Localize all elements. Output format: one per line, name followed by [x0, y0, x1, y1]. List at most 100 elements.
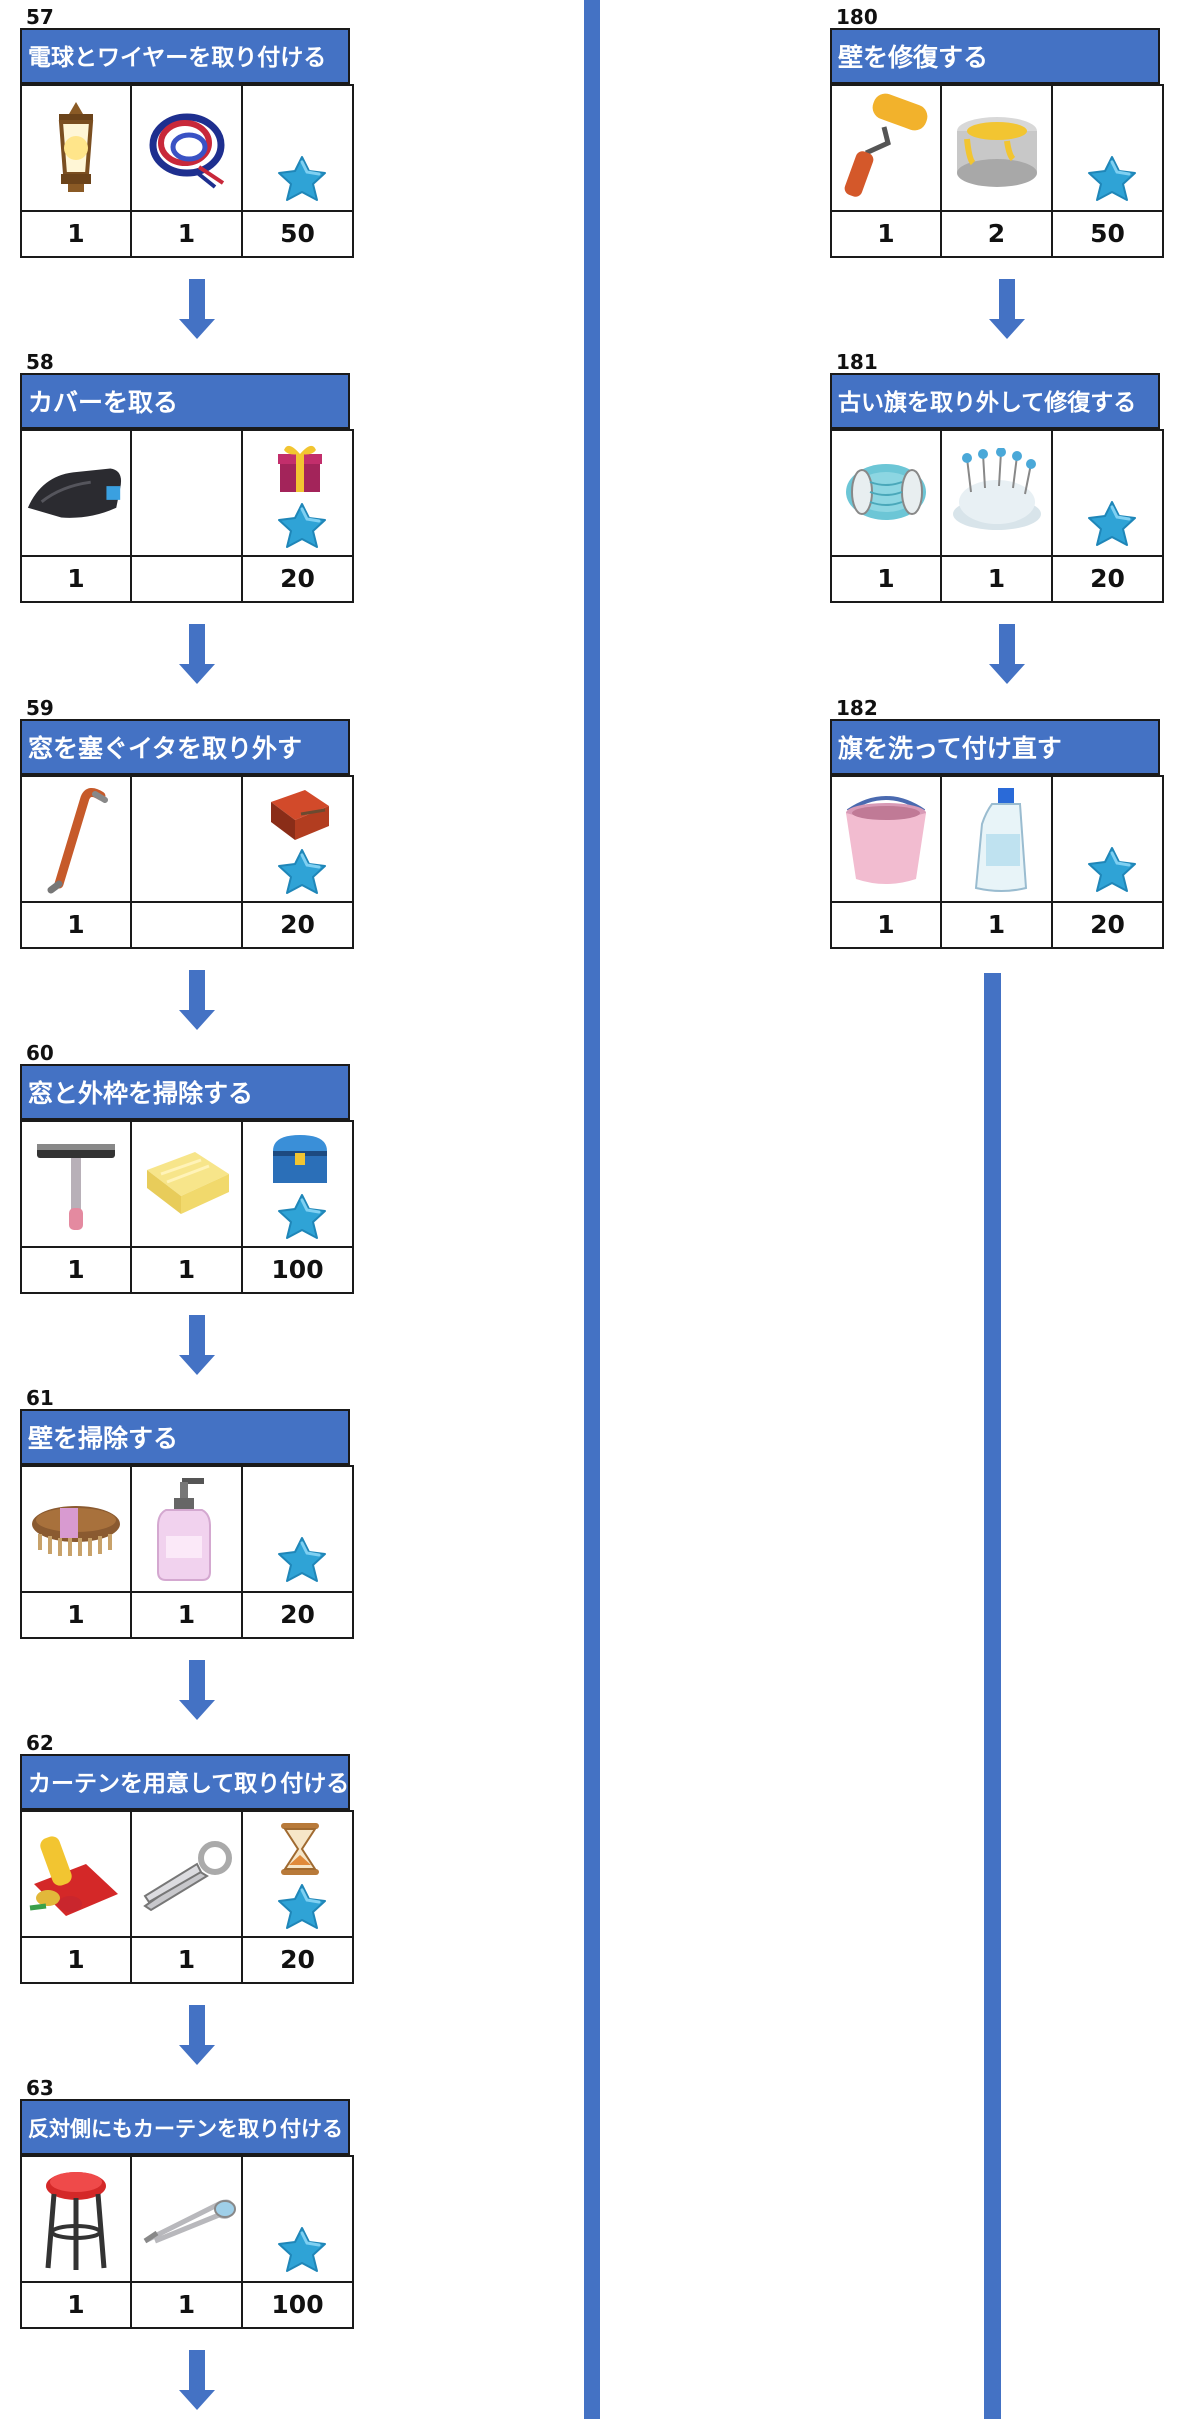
crowbar-icon — [22, 777, 130, 901]
task-number: 63 — [26, 2076, 54, 2100]
fabric-rolls-icon — [22, 1812, 130, 1936]
item-cell — [130, 84, 243, 212]
tarp-cover-icon — [22, 431, 130, 555]
item-cell — [241, 1810, 354, 1938]
item-count: 100 — [241, 1246, 354, 1294]
task-title: 壁を修復する — [830, 28, 1160, 84]
item-count: 1 — [20, 901, 132, 949]
paint-can-icon — [942, 86, 1051, 210]
chest-icon — [247, 1126, 353, 1192]
item-count: 20 — [241, 555, 354, 603]
squeegee-icon — [22, 1122, 130, 1246]
stool-icon — [22, 2157, 130, 2281]
task-number: 180 — [836, 5, 878, 29]
item-cell — [20, 1465, 132, 1593]
right-flow-line — [984, 973, 1001, 2419]
item-count: 1 — [830, 210, 942, 258]
item-cell — [20, 1120, 132, 1248]
brush-icon — [22, 1467, 130, 1591]
item-count: 1 — [130, 2281, 243, 2329]
item-cell — [20, 2155, 132, 2283]
item-cell — [130, 1465, 243, 1593]
item-cell — [20, 775, 132, 903]
item-count: 1 — [130, 1246, 243, 1294]
item-count: 1 — [130, 1591, 243, 1639]
item-cell — [241, 1120, 354, 1248]
item-grid: 1 20 — [20, 775, 354, 949]
task-number: 60 — [26, 1041, 54, 1065]
star-icon — [275, 1192, 329, 1242]
item-count: 50 — [1051, 210, 1164, 258]
star-icon — [1085, 845, 1139, 895]
item-cell — [940, 84, 1053, 212]
item-count: 1 — [130, 1936, 243, 1984]
gift-icon — [247, 435, 353, 501]
item-count: 1 — [20, 210, 132, 258]
task-title: 窓を塞ぐイタを取り外す — [20, 719, 350, 775]
item-cell — [241, 84, 354, 212]
item-cell — [830, 775, 942, 903]
task-number: 182 — [836, 696, 878, 720]
bucket-icon — [832, 777, 940, 901]
task-title: 壁を掃除する — [20, 1409, 350, 1465]
item-count: 1 — [130, 210, 243, 258]
item-count: 50 — [241, 210, 354, 258]
item-cell — [1051, 429, 1164, 557]
item-grid: 1 20 — [20, 429, 354, 603]
lantern-icon — [22, 86, 130, 210]
task-title: 古い旗を取り外して修復する — [830, 373, 1160, 429]
task-title: 電球とワイヤーを取り付ける — [20, 28, 350, 84]
wire-coil-icon — [132, 86, 241, 210]
item-count: 1 — [940, 555, 1053, 603]
item-count: 1 — [20, 2281, 132, 2329]
soap-bottle-icon — [132, 1467, 241, 1591]
box-icon — [247, 781, 353, 847]
item-count: 1 — [20, 555, 132, 603]
item-count: 20 — [241, 1936, 354, 1984]
detergent-bottle-icon — [942, 777, 1051, 901]
item-cell — [130, 2155, 243, 2283]
safety-pin-icon — [132, 2157, 241, 2281]
task-number: 61 — [26, 1386, 54, 1410]
item-cell — [241, 775, 354, 903]
item-count: 20 — [241, 901, 354, 949]
item-count: 1 — [20, 1591, 132, 1639]
star-icon — [275, 501, 329, 551]
task-title: カバーを取る — [20, 373, 350, 429]
star-icon — [275, 847, 329, 897]
task-number: 181 — [836, 350, 878, 374]
item-cell — [130, 1810, 243, 1938]
task-number: 62 — [26, 1731, 54, 1755]
item-count: 1 — [20, 1246, 132, 1294]
item-cell — [20, 429, 132, 557]
item-cell — [130, 1120, 243, 1248]
thread-spool-icon — [832, 431, 940, 555]
item-count: 20 — [241, 1591, 354, 1639]
star-icon — [1085, 154, 1139, 204]
star-icon — [275, 2225, 329, 2275]
task-title: カーテンを用意して取り付ける — [20, 1754, 350, 1810]
item-cell — [940, 775, 1053, 903]
item-count — [130, 901, 243, 949]
item-count: 1 — [830, 901, 942, 949]
item-count: 1 — [830, 555, 942, 603]
pincushion-icon — [942, 431, 1051, 555]
task-number: 57 — [26, 5, 54, 29]
task-number: 59 — [26, 696, 54, 720]
thread-snips-icon — [132, 1812, 241, 1936]
center-divider — [584, 0, 600, 2419]
